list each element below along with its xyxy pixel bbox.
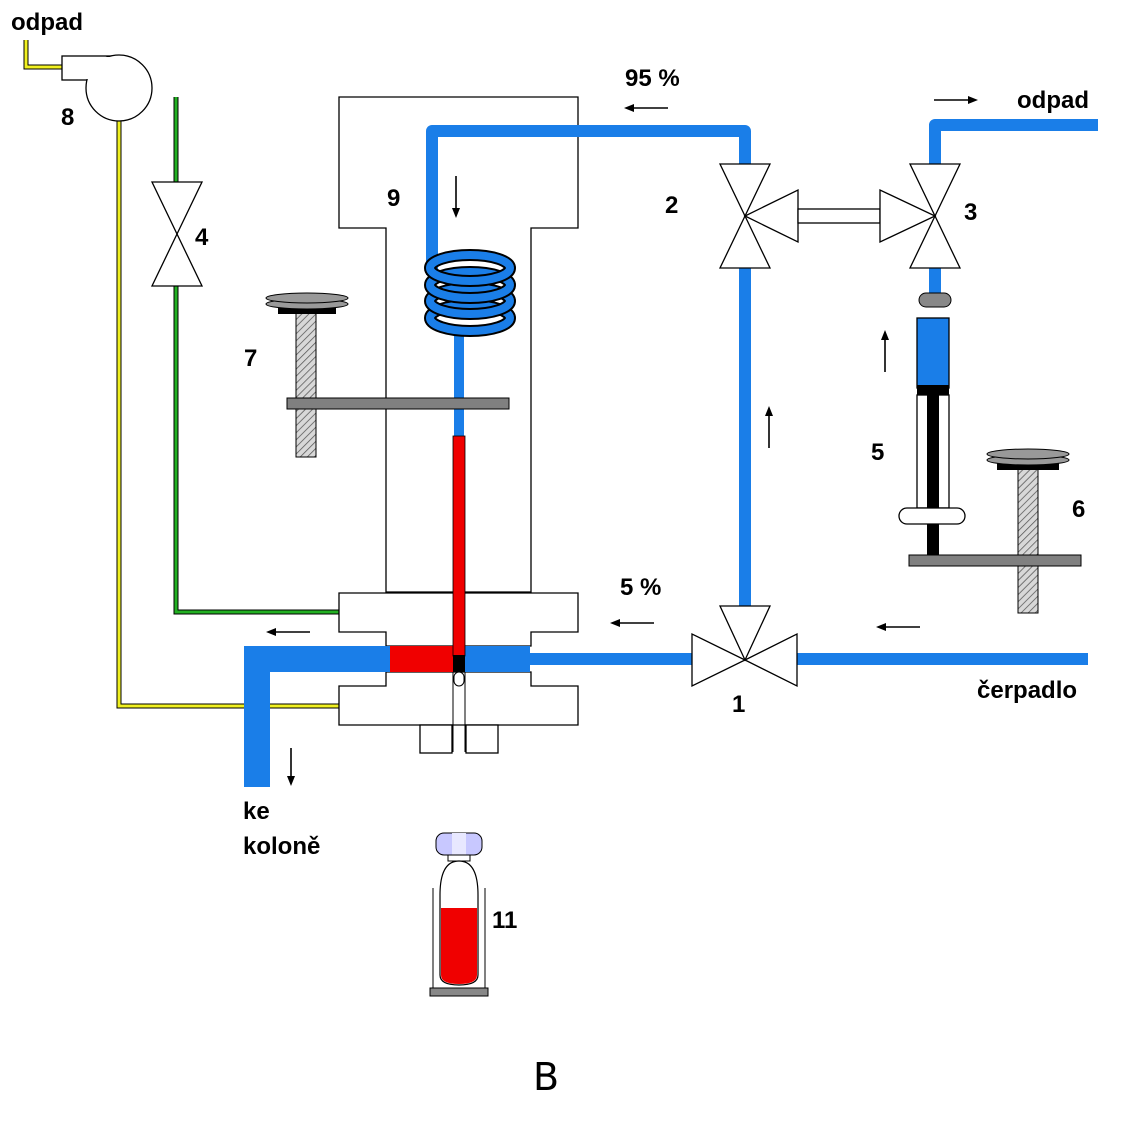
component-number-9: 9 xyxy=(387,185,400,212)
label-5-percent: 5 % xyxy=(620,574,661,601)
valve-1[interactable] xyxy=(691,605,798,688)
component-number-8: 8 xyxy=(61,104,74,131)
label-waste-top-left: odpad xyxy=(11,9,83,36)
vacuum-pump xyxy=(61,54,153,122)
valve-4[interactable] xyxy=(150,181,204,287)
flow-arrows xyxy=(266,96,978,786)
syringe-5 xyxy=(898,292,966,555)
sample-vial xyxy=(429,832,489,997)
valve-3[interactable] xyxy=(879,163,962,269)
label-pump: čerpadlo xyxy=(977,677,1077,704)
component-number-2: 2 xyxy=(665,192,678,219)
sample-loop xyxy=(390,435,466,752)
valve-2[interactable] xyxy=(718,163,799,269)
needle-drive-7 xyxy=(265,292,510,458)
label-waste-top-right: odpad xyxy=(1017,87,1089,114)
label-to-column-line2: koloně xyxy=(243,833,320,860)
component-number-7: 7 xyxy=(244,345,257,372)
component-number-1: 1 xyxy=(732,691,745,718)
component-number-4: 4 xyxy=(195,224,209,251)
syringe-drive-6 xyxy=(908,448,1082,614)
vacuum-line xyxy=(23,40,340,709)
component-number-5: 5 xyxy=(871,439,884,466)
heating-coil xyxy=(424,249,516,337)
gas-line xyxy=(173,97,340,615)
label-to-column-line1: ke xyxy=(243,798,270,825)
valve-link xyxy=(797,208,881,224)
component-number-6: 6 xyxy=(1072,496,1085,523)
label-95-percent: 95 % xyxy=(625,65,680,92)
component-number-11: 11 xyxy=(492,907,517,934)
component-number-3: 3 xyxy=(964,199,977,226)
panel-letter: B xyxy=(533,1055,559,1099)
